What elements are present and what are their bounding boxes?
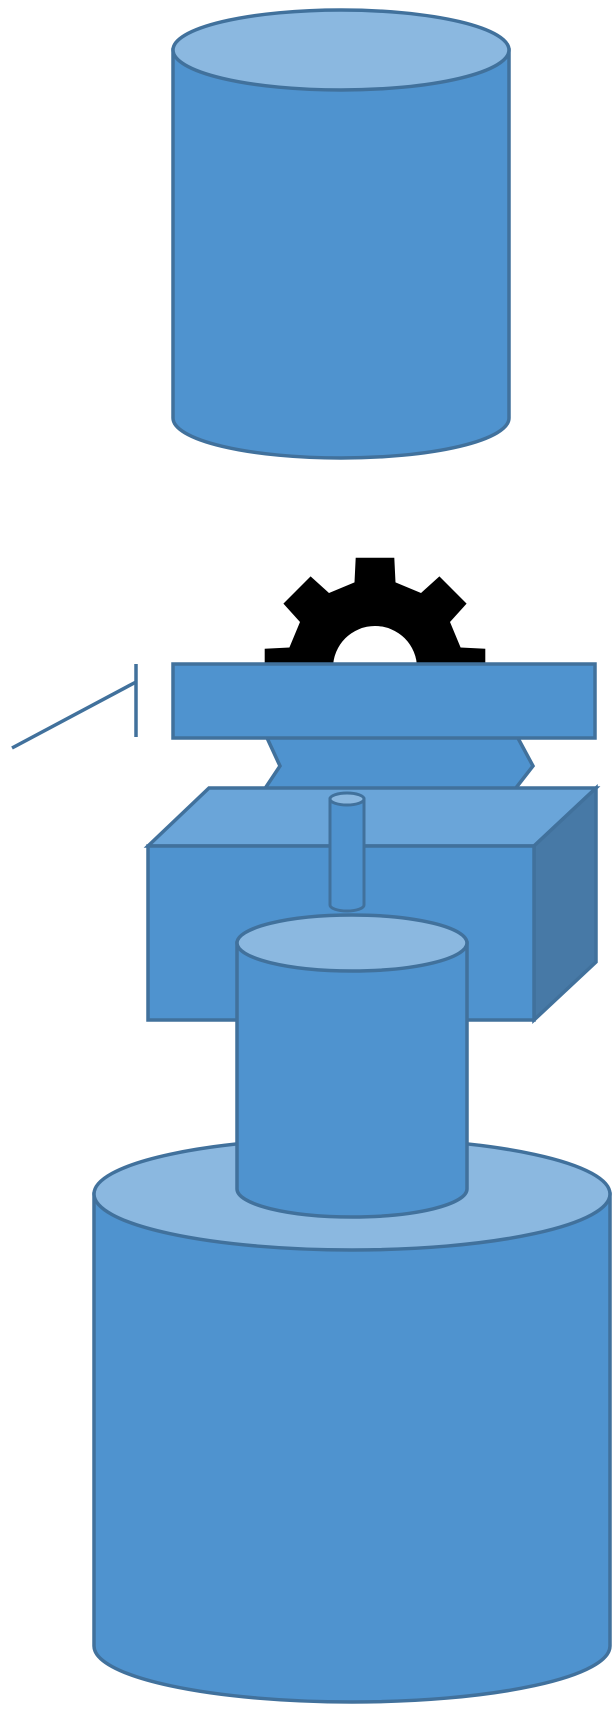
middle-cylinder-body	[237, 943, 467, 1217]
base-cylinder-body	[94, 1194, 610, 1702]
shaft-body	[330, 799, 364, 911]
shaft-cap	[330, 793, 364, 805]
shaft	[330, 793, 364, 911]
lever-line	[12, 664, 136, 748]
middle-cylinder	[237, 915, 467, 1217]
top-cylinder-body	[173, 50, 509, 458]
lever-diagonal	[12, 682, 136, 748]
base-cylinder	[94, 1138, 610, 1702]
top-plate-rect	[173, 664, 595, 738]
middle-cylinder-cap	[237, 915, 467, 971]
middle-box-top-face	[148, 788, 596, 846]
top-cylinder-cap	[173, 10, 509, 90]
top-cylinder	[173, 10, 509, 458]
top-plate	[173, 664, 595, 738]
